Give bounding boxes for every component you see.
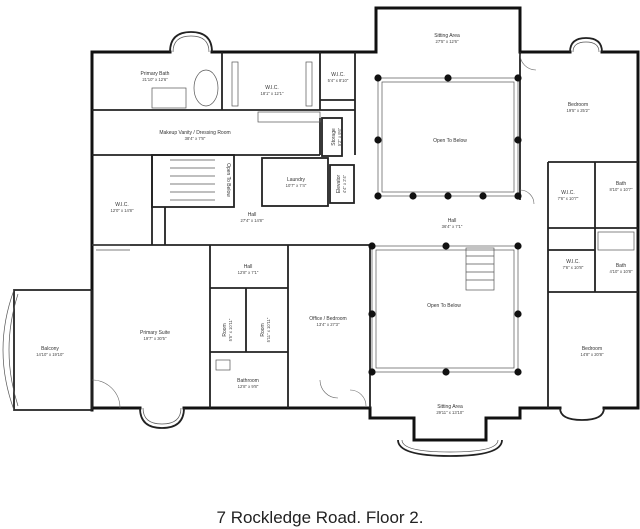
hall-small-dim: 12'8" x 7'1" <box>238 270 259 275</box>
columns <box>368 74 522 376</box>
hall-center-dim: 27'4" x 14'8" <box>241 218 264 223</box>
bedroom-right-name: Bedroom <box>568 102 588 108</box>
laundry-name: Laundry <box>287 177 306 183</box>
plan-caption: 7 Rockledge Road. Floor 2. <box>216 508 424 527</box>
bath-r2-name: Bath <box>616 263 627 269</box>
bedroom-br-dim: 14'8" x 20'8" <box>581 352 604 357</box>
sitting-area-top-name: Sitting Area <box>434 33 460 39</box>
door-swings <box>91 53 537 409</box>
primary-bath-dim: 21'10" x 12'6" <box>142 77 168 82</box>
sitting-area-top-dim: 27'5" x 12'6" <box>436 39 459 44</box>
hall-right-dim: 36'4" x 7'1" <box>442 224 463 229</box>
hall-small-name: Hall <box>244 264 253 270</box>
bathroom-dim: 12'8" x 9'8" <box>238 384 259 389</box>
storage-dim: 5'2" x 9'6" <box>337 127 342 146</box>
sitting-area-bottom-dim: 29'11" x 13'10" <box>436 410 464 415</box>
hall-center-name: Hall <box>248 212 257 218</box>
bath-r1-dim: 8'10" x 10'7" <box>610 187 633 192</box>
bedroom-right-dim: 19'5" x 25'2" <box>567 108 590 113</box>
sitting-area-bottom-name: Sitting Area <box>437 404 463 410</box>
wic-small-top-dim: 5'4" x 8'10" <box>328 78 349 83</box>
hall-right-name: Hall <box>448 218 457 224</box>
fixtures <box>92 61 635 371</box>
open-below-top-name: Open To Below <box>433 138 467 144</box>
makeup-name: Makeup Vanity / Dressing Room <box>159 130 230 136</box>
room-a-dim: 5'5" x 10'11" <box>228 318 233 341</box>
balcony-outline <box>2 289 92 411</box>
bay-windows <box>139 31 605 457</box>
office-dim: 13'4" x 27'3" <box>317 322 340 327</box>
makeup-dim: 38'4" x 7'8" <box>185 136 206 141</box>
wic-main-name: W.I.C. <box>265 85 279 91</box>
room-b-dim: 5'11" x 10'11" <box>266 317 271 342</box>
room-b-name: Room <box>260 323 266 336</box>
elevator-name: Elevator <box>336 174 342 193</box>
open-to-below-top <box>377 77 519 197</box>
bath-r2-dim: 4'10" x 10'8" <box>610 269 633 274</box>
bedroom-br-name: Bedroom <box>582 346 602 352</box>
room-labels: Sitting Area 27'5" x 12'6" Primary Bath … <box>36 33 633 415</box>
bath-r1-name: Bath <box>616 181 627 187</box>
primary-bath-name: Primary Bath <box>141 71 170 77</box>
bathroom-name: Bathroom <box>237 378 259 384</box>
wic-small-top-name: W.I.C. <box>331 72 345 78</box>
wic-r2-name: W.I.C. <box>566 259 580 265</box>
wic-left-dim: 12'0" x 14'8" <box>111 208 134 213</box>
open-to-below-mid <box>371 245 519 373</box>
balcony-dim: 14'10" x 19'10" <box>36 352 64 357</box>
primary-suite-dim: 19'7" x 30'5" <box>144 336 167 341</box>
storage-name: Storage <box>331 128 337 146</box>
office-name: Office / Bedroom <box>309 316 346 322</box>
open-below-stair-name: Open To Below <box>225 163 231 197</box>
wic-main-dim: 18'1" x 12'1" <box>261 91 284 96</box>
laundry-dim: 10'7" x 7'4" <box>286 183 307 188</box>
primary-suite-name: Primary Suite <box>140 330 170 336</box>
exterior-walls <box>90 6 640 442</box>
elevator-dim: 4'4" x 2'4" <box>342 174 347 193</box>
wic-left-name: W.I.C. <box>115 202 129 208</box>
wic-r1-dim: 7'6" x 10'7" <box>558 196 579 201</box>
room-a-name: Room <box>222 323 228 336</box>
wic-r1-name: W.I.C. <box>561 190 575 196</box>
wic-r2-dim: 7'6" x 10'8" <box>563 265 584 270</box>
interior-walls <box>91 52 638 410</box>
open-below-mid-name: Open To Below <box>427 303 461 309</box>
balcony-name: Balcony <box>41 346 59 352</box>
